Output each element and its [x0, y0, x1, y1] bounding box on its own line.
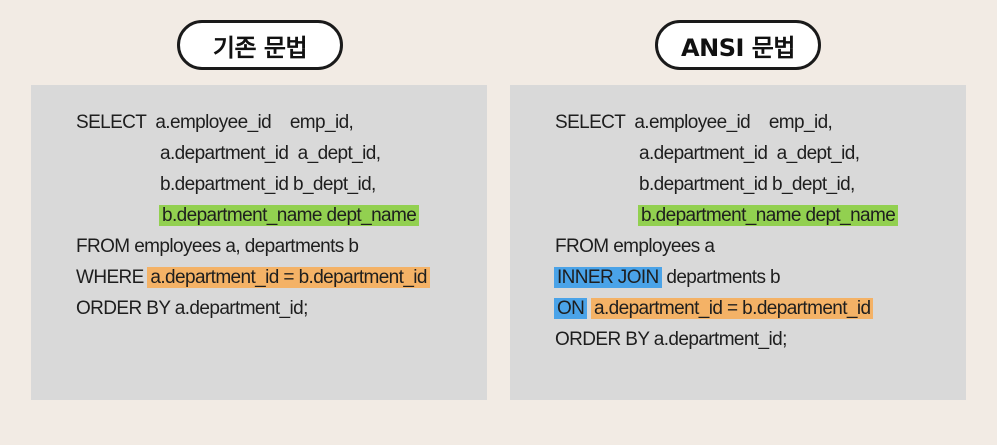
select-column-1: a.employee_id emp_id,	[155, 112, 354, 133]
from-clause: FROM employees a	[555, 236, 715, 257]
highlight-join-condition: a.department_id = b.department_id	[147, 267, 430, 288]
select-column-3: b.department_id b_dept_id,	[160, 174, 376, 195]
code-line-inner-join: INNER JOIN departments b	[554, 262, 898, 293]
code-line-where: WHERE a.department_id = b.department_id	[76, 262, 430, 293]
highlight-on-keyword: ON	[554, 298, 588, 319]
join-table: departments b	[661, 267, 781, 288]
from-clause: FROM employees a, departments b	[76, 236, 359, 257]
select-column-3: b.department_id b_dept_id,	[639, 174, 855, 195]
code-line-from: FROM employees a	[555, 231, 898, 262]
legacy-syntax-title: 기존 문법	[177, 20, 343, 70]
code-line-from: FROM employees a, departments b	[76, 231, 430, 262]
code-line-select: SELECT a.employee_id emp_id,	[555, 107, 898, 138]
highlight-dept-name-column: b.department_name dept_name	[159, 205, 420, 226]
select-column-2: a.department_id a_dept_id,	[639, 143, 860, 164]
order-by-clause: ORDER BY a.department_id;	[76, 298, 308, 319]
ansi-syntax-panel: SELECT a.employee_id emp_id, a.departmen…	[510, 85, 966, 400]
where-keyword: WHERE	[76, 267, 149, 288]
code-line-on: ON a.department_id = b.department_id	[554, 293, 898, 324]
highlight-join-condition: a.department_id = b.department_id	[591, 298, 874, 319]
code-line-column-2: a.department_id a_dept_id,	[76, 138, 430, 169]
code-line-column-2: a.department_id a_dept_id,	[555, 138, 898, 169]
legacy-syntax-title-text: 기존 문법	[212, 33, 308, 62]
code-line-order-by: ORDER BY a.department_id;	[76, 293, 430, 324]
highlight-dept-name-column: b.department_name dept_name	[638, 205, 899, 226]
code-line-column-3: b.department_id b_dept_id,	[76, 169, 430, 200]
highlight-inner-join-keyword: INNER JOIN	[554, 267, 662, 288]
code-line-column-4: b.department_name dept_name	[76, 200, 430, 231]
code-line-column-3: b.department_id b_dept_id,	[555, 169, 898, 200]
select-column-1: a.employee_id emp_id,	[634, 112, 833, 133]
ansi-sql-code: SELECT a.employee_id emp_id, a.departmen…	[554, 107, 899, 355]
ansi-syntax-title: ANSI 문법	[655, 20, 821, 70]
legacy-syntax-panel: SELECT a.employee_id emp_id, a.departmen…	[31, 85, 487, 400]
select-keyword: SELECT	[76, 112, 147, 133]
legacy-sql-code: SELECT a.employee_id emp_id, a.departmen…	[76, 107, 430, 324]
select-column-2: a.department_id a_dept_id,	[160, 143, 381, 164]
code-line-column-4: b.department_name dept_name	[555, 200, 899, 231]
ansi-syntax-title-text: ANSI 문법	[681, 33, 795, 62]
select-keyword: SELECT	[555, 112, 626, 133]
code-line-order-by: ORDER BY a.department_id;	[555, 324, 898, 355]
order-by-clause: ORDER BY a.department_id;	[555, 329, 787, 350]
code-line-select: SELECT a.employee_id emp_id,	[76, 107, 430, 138]
